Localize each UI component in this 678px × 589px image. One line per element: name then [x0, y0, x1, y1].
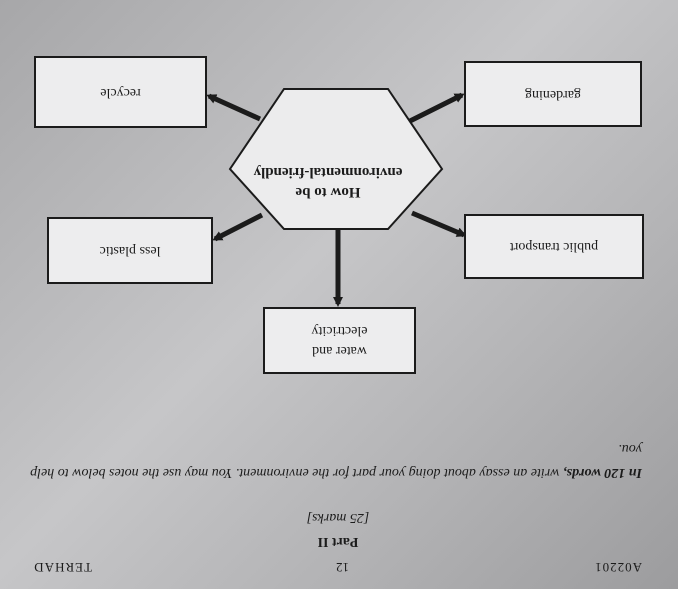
arrow-recycle — [206, 93, 262, 122]
note-recycle: recycle — [100, 85, 141, 100]
arrow-gardening — [408, 92, 465, 124]
note-box-less-plastic: less plastic — [47, 217, 213, 284]
center-topic-line1: How to be — [295, 184, 361, 200]
arrow-plastic — [212, 212, 264, 242]
note-box-water-electricity: water and electricity — [263, 307, 416, 374]
note-water-line1: water and — [312, 343, 367, 359]
note-less-plastic: less plastic — [99, 243, 161, 259]
note-gardening: gardening — [525, 87, 581, 102]
center-hexagon — [228, 88, 444, 230]
center-topic: How to be environmental-friendly — [243, 162, 413, 202]
arrow-transport — [411, 210, 467, 238]
note-water-line2: electricity — [311, 323, 368, 339]
note-box-public-transport: public transport — [464, 214, 644, 279]
note-box-gardening: gardening — [464, 61, 642, 127]
note-box-recycle: recycle — [34, 56, 207, 128]
note-public-transport: public transport — [509, 239, 599, 255]
center-topic-line2: environmental-friendly — [253, 164, 403, 180]
